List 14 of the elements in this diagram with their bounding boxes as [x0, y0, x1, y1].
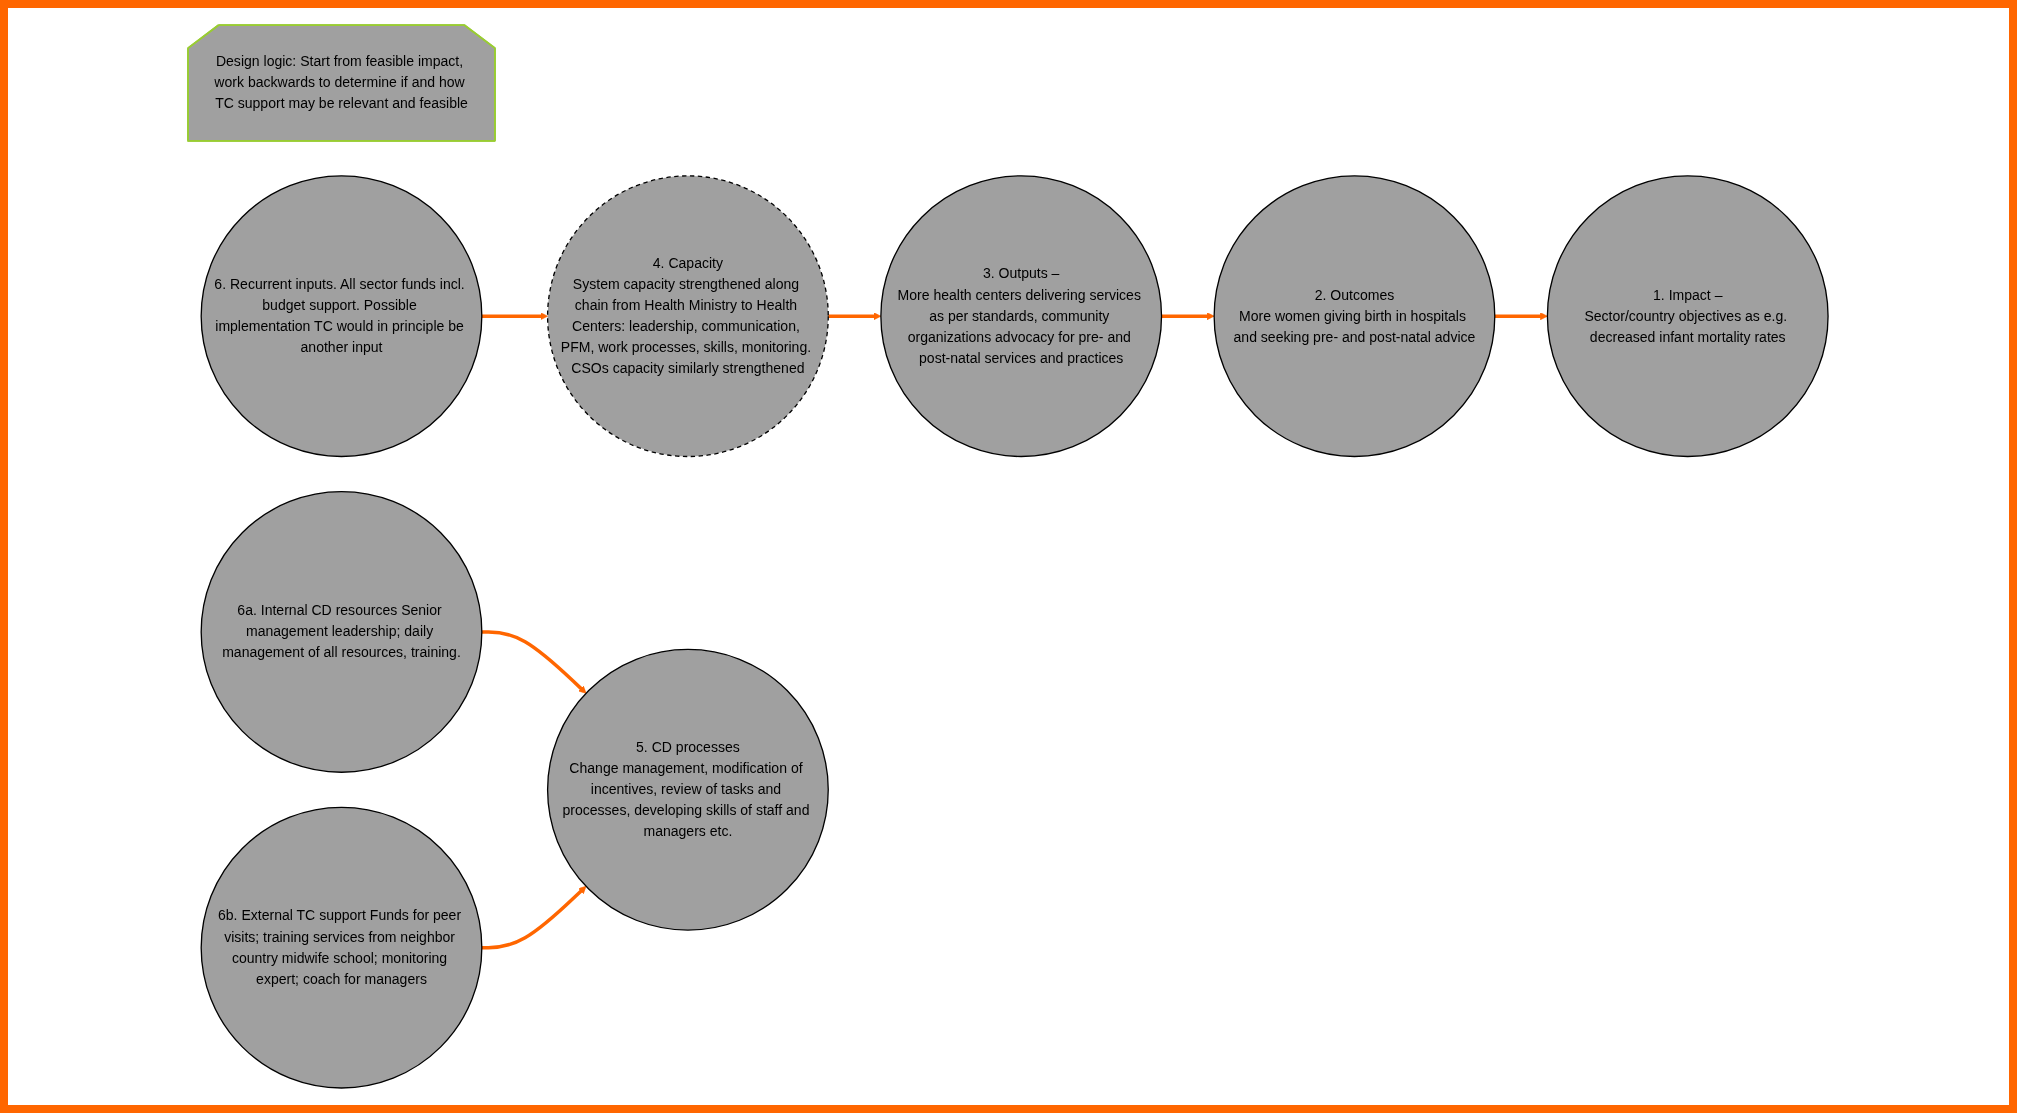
node-circle: 5. CD processes Change management, modification of incentives, review of tasks and processes, developing skills of staff and managers etc. [547, 648, 830, 931]
node-circle: 6b. External TC support Funds for peer visits; training services from neighbor country midwife school; monitoring expert; coach for managers [200, 806, 483, 1089]
node-circle: 6. Recurrent inputs. All sector funds incl. budget support. Possible implementation TC would in principle be another input [200, 175, 483, 458]
node-circle: 4. Capacity System capacity strengthened along chain from Health Ministry to Health Centers: leadership, communication, PFM, work processes, skills, monitoring. CSOs capacity similarly strengthened [547, 175, 830, 458]
node-circle: 3. Outputs – More health centers delivering services as per standards, community organizations advocacy for pre- and post-natal services and practices [880, 175, 1163, 458]
node-circle: 6a. Internal CD resources Senior management leadership; daily management of all resources, training. [200, 490, 483, 773]
arrow [482, 312, 549, 321]
node-circle: 1. Impact – Sector/country objectives as e.g. decreased infant mortality rates [1547, 175, 1830, 458]
arrow [828, 312, 882, 321]
arrow [1495, 312, 1549, 321]
arrow [482, 630, 587, 694]
arrow [482, 885, 587, 950]
arrow [1161, 312, 1215, 321]
node-circle: 2. Outcomes More women giving birth in hospitals and seeking pre- and post-natal advice [1213, 175, 1496, 458]
